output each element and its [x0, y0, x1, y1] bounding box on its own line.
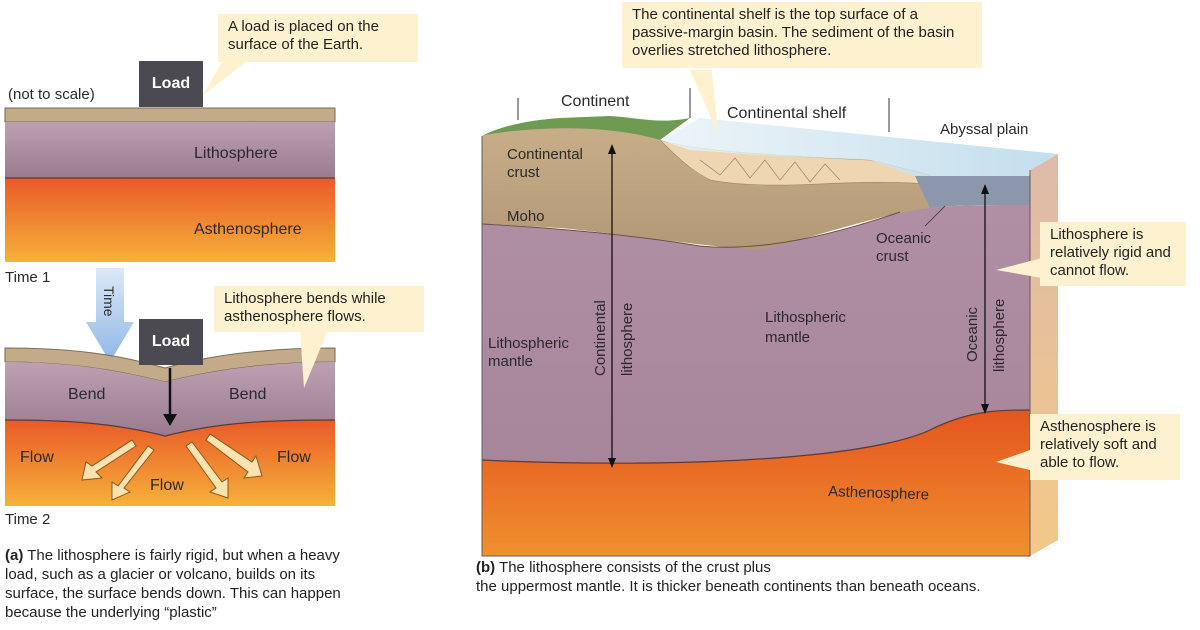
load-label-time2: Load: [151, 333, 191, 350]
continental-shelf-label: Continental shelf: [727, 105, 847, 122]
callout-bend: Lithosphere bends while asthenosphere fl…: [214, 286, 424, 332]
load-block-time1: Load: [139, 61, 203, 107]
oceanic-crust-label-1: Oceanic: [876, 230, 932, 247]
flow-arrows: [81, 433, 263, 501]
callout-bend-text: Lithosphere bends while asthenosphere fl…: [224, 290, 386, 325]
abyssal-plain-label: Abyssal plain: [940, 121, 1028, 138]
continent-land-surface: [482, 116, 690, 140]
continental-lithosphere-arrow: [608, 144, 616, 468]
time-arrow-label: Time: [101, 286, 117, 317]
oceanic-lithosphere-arrow: [981, 184, 989, 414]
lithospheric-mantle-layer: [482, 205, 1030, 464]
caption-b-line1-text: The lithosphere consists of the crust pl…: [495, 559, 771, 576]
caption-b-line2: the uppermost mantle. It is thicker bene…: [476, 578, 981, 595]
caption-b-tag: (b): [476, 559, 496, 576]
time2-label: Time 2: [5, 511, 50, 528]
continental-lithosphere-label-2: lithosphere: [619, 303, 636, 376]
callout-load-text: A load is placed on the surface of the E…: [228, 18, 379, 53]
callout-rigid-text: Lithosphere is relatively rigid and cann…: [1050, 226, 1171, 279]
block-side-face: [1030, 154, 1058, 556]
callout-rigid-pointer: [996, 258, 1042, 278]
oceanic-crust-layer: [915, 176, 1030, 208]
not-to-scale-label: (not to scale): [8, 86, 95, 103]
callout-soft: Asthenosphere is relatively soft and abl…: [1030, 414, 1180, 480]
oceanic-crust-label-2: crust: [876, 248, 909, 265]
flow-right-label: Flow: [277, 449, 311, 466]
caption-a-text: The lithosphere is fairly rigid, but whe…: [5, 547, 341, 621]
flow-arrow-3: [185, 441, 229, 499]
continental-crust-label-1: Continental: [507, 146, 583, 163]
load-block-time2: Load: [139, 319, 203, 365]
callout-load: A load is placed on the surface of the E…: [218, 14, 418, 62]
caption-b-line1: (b) The lithosphere consists of the crus…: [476, 558, 1096, 577]
time1-block: [4, 107, 336, 262]
caption-a: (a) The lithosphere is fairly rigid, but…: [5, 546, 355, 622]
lith-mantle-left-label-2: mantle: [488, 353, 533, 370]
flow-left-label: Flow: [20, 449, 54, 466]
flow-arrow-2: [111, 445, 155, 501]
callout-shelf-pointer: [690, 70, 718, 134]
asthenosphere-label-b: Asthenosphere: [828, 483, 929, 504]
lithosphere-label-a: Lithosphere: [194, 145, 278, 162]
oceanic-lithosphere-label-1: Oceanic: [964, 306, 981, 362]
callout-soft-text: Asthenosphere is relatively soft and abl…: [1040, 418, 1157, 471]
ocean-water: [660, 118, 1058, 176]
continental-crust-label-2: crust: [507, 164, 540, 181]
oceanic-lithosphere-label-2: lithosphere: [991, 299, 1008, 372]
time-arrow: [86, 268, 134, 362]
flow-arrow-4: [205, 433, 263, 479]
lith-mantle-left-label-1: Lithospheric: [488, 335, 569, 352]
flow-center-label: Flow: [150, 477, 184, 494]
moho-label: Moho: [507, 208, 545, 225]
continental-lithosphere-label-1: Continental: [592, 300, 609, 376]
asthenosphere-layer-b: [482, 410, 1030, 556]
bend-left-label: Bend: [68, 386, 105, 403]
callout-shelf-text: The continental shelf is the top surface…: [632, 6, 955, 59]
continent-label: Continent: [561, 93, 630, 110]
flow-arrow-1: [81, 439, 137, 481]
callout-load-pointer: [202, 62, 246, 96]
bend-right-label: Bend: [229, 386, 266, 403]
callout-rigid: Lithosphere is relatively rigid and cann…: [1040, 222, 1186, 286]
load-down-arrow: [163, 368, 177, 426]
asthenosphere-label-a: Asthenosphere: [194, 221, 302, 238]
caption-a-tag: (a): [5, 547, 24, 564]
time1-label: Time 1: [5, 269, 50, 286]
load-label-time1: Load: [151, 75, 191, 92]
callout-shelf: The continental shelf is the top surface…: [622, 2, 982, 68]
lith-mantle-center-label-1: Lithospheric: [765, 309, 846, 326]
caption-b: (b) The lithosphere consists of the crus…: [476, 558, 1096, 596]
continental-crust-layer: [482, 126, 930, 250]
lith-mantle-center-label-2: mantle: [765, 329, 810, 346]
callout-soft-pointer: [996, 450, 1030, 470]
callout-bend-pointer: [300, 330, 328, 388]
